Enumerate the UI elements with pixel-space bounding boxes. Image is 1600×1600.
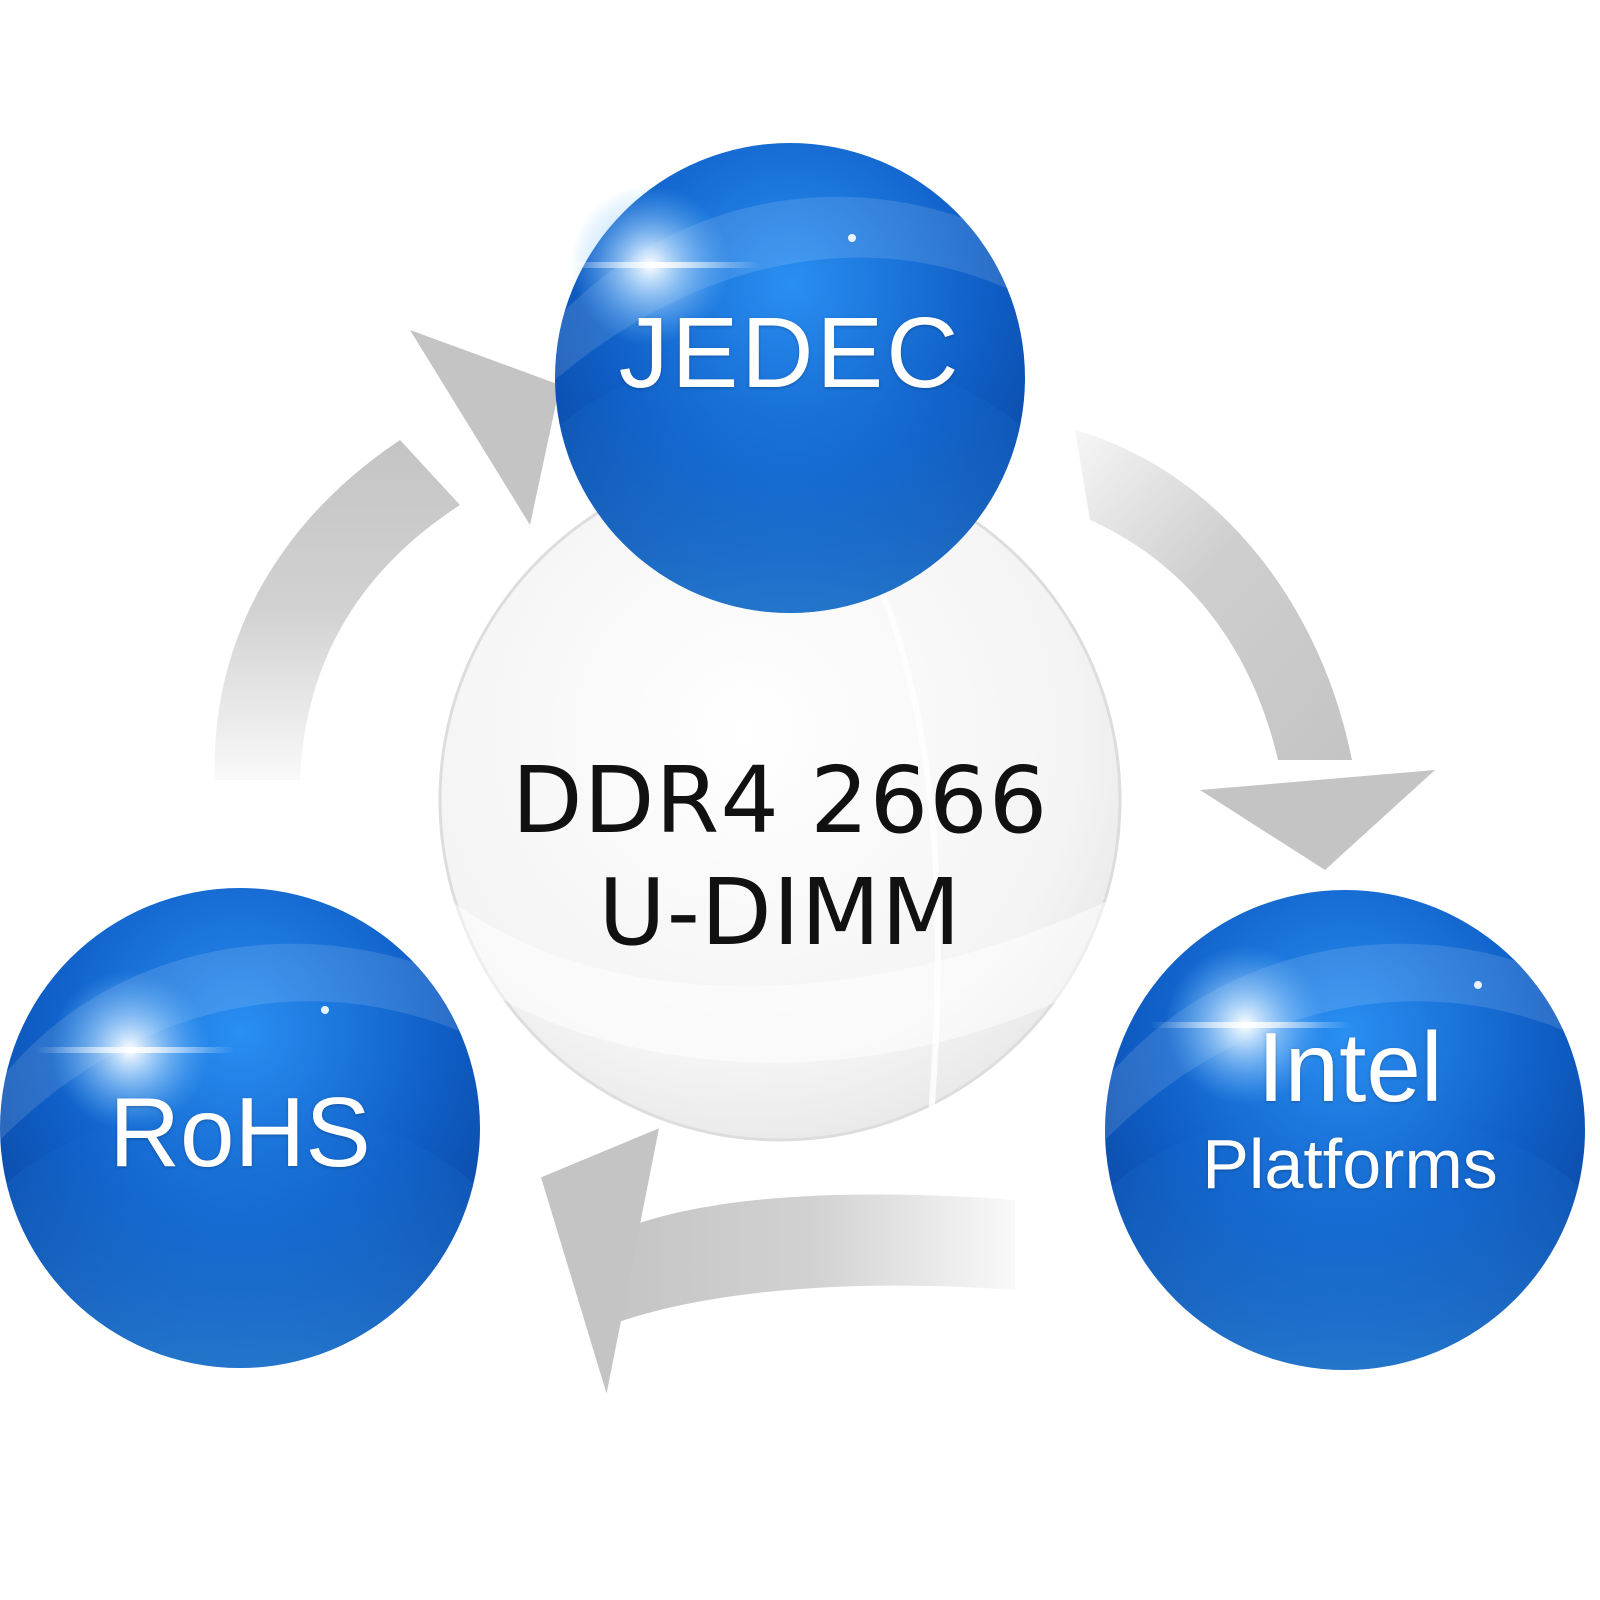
node-jedec <box>555 143 1025 613</box>
center-title: DDR4 2666 U-DIMM <box>440 745 1120 969</box>
node-intel-platforms <box>1105 890 1585 1370</box>
arrow-jedec-to-intel <box>1075 430 1435 870</box>
node-intel-label-line1: Intel <box>1257 1012 1443 1122</box>
arrow-rohs-to-jedec <box>214 330 560 780</box>
node-rohs <box>0 888 480 1368</box>
node-intel-label: Intel Platforms <box>1120 1015 1580 1209</box>
arrow-intel-to-rohs <box>541 1128 1015 1394</box>
center-title-line1: DDR4 2666 <box>511 747 1049 854</box>
node-jedec-label: JEDEC <box>618 297 962 409</box>
node-intel-label-line2: Platforms <box>1202 1125 1498 1203</box>
node-rohs-label: RoHS <box>109 1077 371 1187</box>
center-title-line2: U-DIMM <box>598 859 962 966</box>
